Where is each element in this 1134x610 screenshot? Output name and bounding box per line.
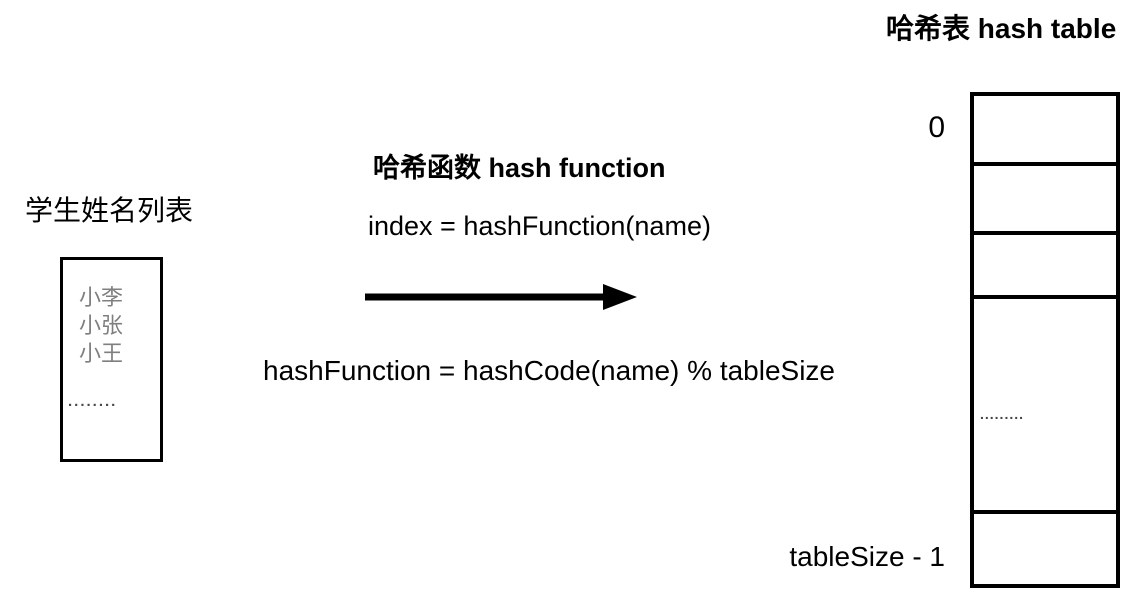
index-last-label: tableSize - 1 bbox=[789, 541, 945, 572]
diagram-title: 哈希表 hash table bbox=[886, 13, 1117, 44]
student-name: 小张 bbox=[79, 313, 124, 338]
student-list-label: 学生姓名列表 bbox=[25, 195, 194, 226]
hash-table-cell: ......... bbox=[974, 299, 1116, 514]
ellipsis-dots: ......... bbox=[980, 406, 1025, 422]
index-formula: index = hashFunction(name) bbox=[368, 211, 711, 241]
hash-table-cell bbox=[974, 235, 1116, 299]
hash-function-heading: 哈希函数 hash function bbox=[373, 153, 666, 183]
student-list-box: 小李 小张 小王 ........ bbox=[60, 257, 163, 462]
student-name: 小李 bbox=[79, 285, 124, 310]
ellipsis-dots: ........ bbox=[68, 393, 118, 410]
hash-table-cell bbox=[974, 514, 1116, 584]
hash-table: ......... bbox=[970, 92, 1120, 588]
hash-table-cell bbox=[974, 166, 1116, 235]
index-zero-label: 0 bbox=[928, 111, 945, 144]
student-name-list: 小李 小张 小王 bbox=[79, 284, 123, 368]
hash-table-cell bbox=[974, 96, 1116, 166]
arrow-right-icon bbox=[365, 284, 637, 310]
student-name: 小王 bbox=[79, 341, 124, 366]
hash-formula: hashFunction = hashCode(name) % tableSiz… bbox=[263, 355, 836, 386]
